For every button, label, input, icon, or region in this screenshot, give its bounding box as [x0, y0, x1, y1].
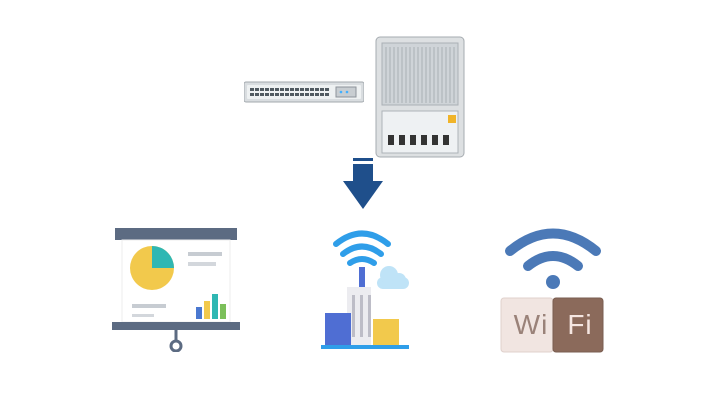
presentation-board-icon — [112, 228, 240, 352]
wifi-text-right: Fi — [567, 309, 593, 340]
rack-switch-image — [244, 80, 364, 106]
wifi-icon — [497, 226, 607, 354]
smart-city-wireless-icon — [315, 225, 415, 355]
down-arrow-icon — [343, 156, 383, 211]
wifi-text-left: Wi — [513, 309, 549, 340]
outdoor-device-image — [374, 35, 466, 162]
